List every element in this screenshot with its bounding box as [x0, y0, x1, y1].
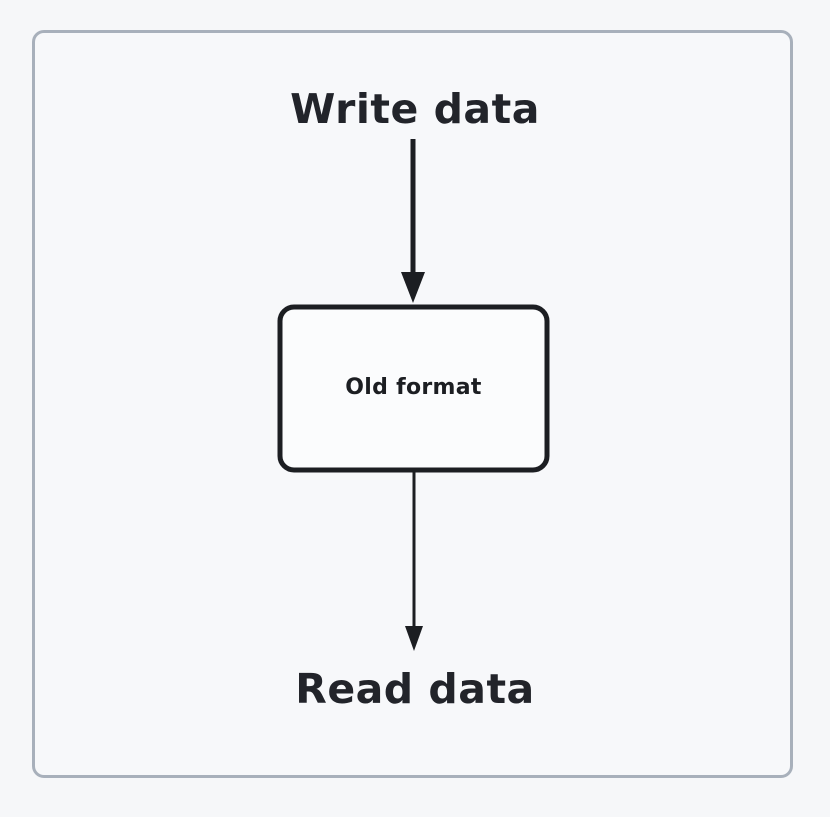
arrow-write-to-node	[401, 139, 425, 303]
node-label-old-format: Old format	[345, 375, 482, 400]
label-write-data: Write data	[290, 85, 540, 133]
label-read-data: Read data	[295, 665, 535, 713]
node-old-format[interactable]	[277, 304, 550, 473]
arrow-node-to-read	[405, 472, 423, 651]
